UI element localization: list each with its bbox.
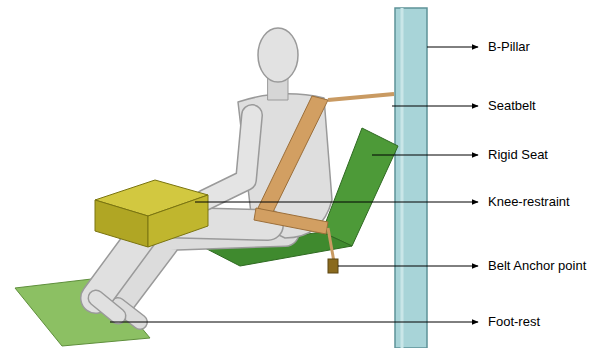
part-label: Seatbelt	[488, 98, 536, 114]
belt-anchor	[328, 259, 338, 273]
pillar-highlight	[401, 8, 404, 348]
leader-line	[110, 322, 478, 323]
part-label: Knee-restraint	[488, 194, 570, 210]
part-label: Belt Anchor point	[488, 258, 586, 274]
dummy	[96, 28, 332, 322]
leader-line	[427, 47, 478, 48]
b-pillar	[395, 8, 427, 348]
leader-lines	[110, 47, 478, 322]
part-label: Rigid Seat	[488, 147, 548, 163]
seat-back	[322, 128, 398, 246]
part-label: B-Pillar	[488, 39, 530, 55]
seatbelt-webbing	[254, 94, 394, 262]
leader-line	[338, 266, 478, 267]
leader-line	[372, 155, 478, 156]
knee-restraint-box	[95, 180, 208, 247]
leader-line	[392, 106, 478, 107]
part-label: Foot-rest	[488, 314, 540, 330]
leader-line	[195, 202, 478, 203]
